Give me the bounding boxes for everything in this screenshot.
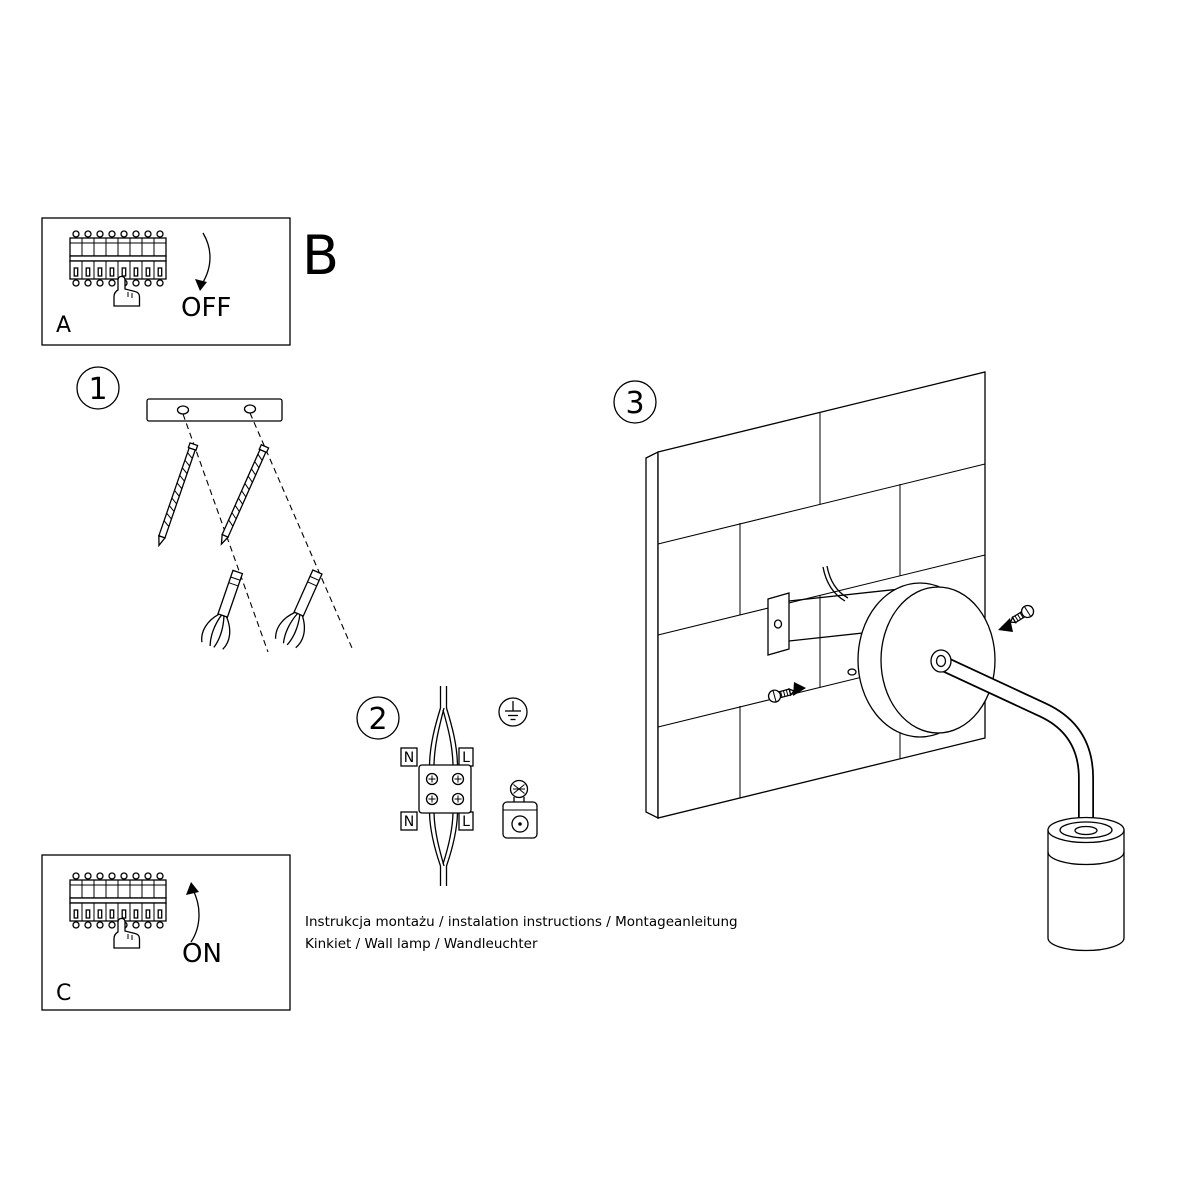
wall-lamp (857, 582, 1125, 952)
panel-a-letter: A (56, 313, 71, 338)
footer-line1: Instrukcja montażu / instalation instruc… (305, 914, 738, 930)
step-1: 1 (76, 366, 353, 653)
ground-symbol (498, 697, 528, 727)
neutral-label: N (404, 814, 414, 830)
step-1-number: 1 (88, 372, 107, 407)
section-letter: B (302, 224, 339, 287)
live-label: L (462, 750, 470, 766)
step-2-circle (356, 696, 400, 740)
panel-c-border (41, 854, 291, 1011)
power-on-panel: ON C (41, 854, 291, 1011)
supply-cable (822, 565, 849, 602)
off-label: OFF (181, 293, 231, 323)
wall-anchor-icon (272, 565, 331, 651)
panel-a-border (41, 217, 291, 346)
step-1-circle (76, 366, 120, 410)
terminal-block (418, 764, 472, 814)
arrow-down-icon (195, 232, 211, 291)
ground-clamp (502, 779, 538, 839)
step-2-number: 2 (368, 702, 387, 737)
arrow-right-icon (793, 682, 806, 696)
live-label: L (462, 814, 470, 830)
mounting-plate (146, 398, 283, 422)
mounting-bracket (767, 588, 901, 676)
footer-line2: Kinkiet / Wall lamp / Wandleuchter (305, 936, 538, 952)
supply-wires (428, 686, 459, 886)
step-2: 2 N L N L (356, 686, 538, 886)
step-3: 3 (613, 371, 1125, 952)
neutral-label: N (404, 750, 414, 766)
arrow-left-icon (998, 618, 1013, 632)
power-off-panel: OFF A (41, 217, 291, 346)
screw-icon (217, 444, 270, 547)
mounting-screws (766, 602, 1037, 705)
step-3-circle (613, 380, 657, 424)
screw-icon (154, 442, 199, 548)
on-label: ON (182, 939, 222, 969)
small-screw-icon (1006, 602, 1037, 628)
wall-anchor-icon (198, 566, 252, 652)
step-3-number: 3 (625, 386, 644, 421)
footer: Instrukcja montażu / instalation instruc… (305, 914, 738, 952)
lamp-socket (1047, 816, 1125, 952)
panel-c-letter: C (56, 981, 71, 1006)
guide-line-left (182, 413, 269, 653)
arrow-up-icon (186, 882, 200, 943)
canopy-hub (930, 649, 952, 673)
